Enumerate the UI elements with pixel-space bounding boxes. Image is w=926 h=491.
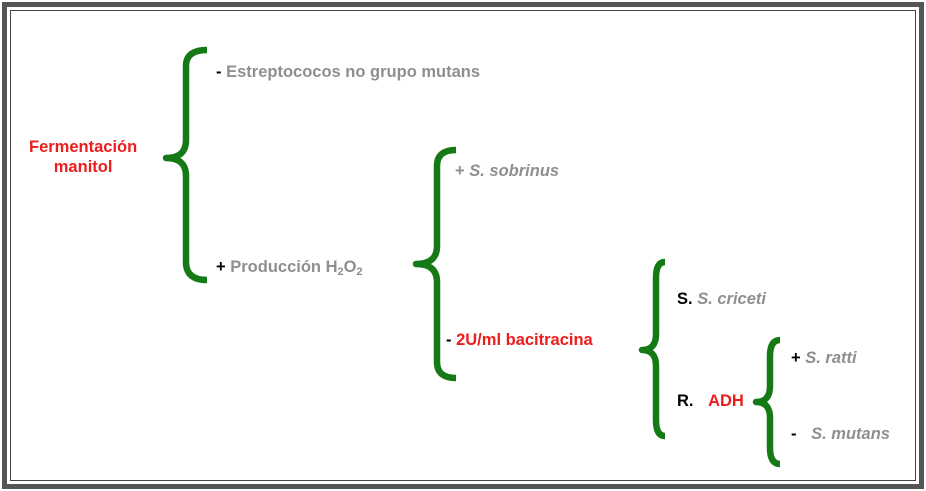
node-adh: R. ADH [677,391,744,411]
sign-minus: - [791,425,797,443]
label-estreptococos: Estreptococos no grupo mutans [226,63,481,81]
brace-fermentacion [162,46,208,284]
brace-produccion [412,146,457,382]
sign-minus: - [216,63,222,81]
sign-plus: + [455,162,465,180]
label-adh: ADH [708,392,744,410]
node-criceti: S. S. criceti [677,289,766,309]
sign-minus: - [446,331,452,349]
sign-plus: + [791,349,801,367]
label-criceti: S. criceti [697,290,766,308]
root-line-1: Fermentación [29,138,138,156]
sign-plus: + [216,258,226,276]
prefix-s: S. [677,290,693,308]
brace-bacitracina [638,258,666,440]
prefix-r: R. [677,392,694,410]
inner-frame [10,10,916,481]
root-fermentacion: Fermentación manitol [29,137,137,177]
node-produccion: + Producción H2O2 [216,257,363,278]
node-mutans: - S. mutans [791,424,890,444]
label-produccion: Producción H2O2 [230,258,363,278]
label-sobrinus: S. sobrinus [469,162,560,180]
node-bacitracina: - 2U/ml bacitracina [446,330,593,350]
node-estreptococos: - Estreptococos no grupo mutans [216,62,480,82]
node-ratti: + S. ratti [791,348,857,368]
root-line-2: manitol [53,158,113,176]
node-sobrinus: + S. sobrinus [455,161,559,181]
label-mutans: S. mutans [811,425,890,443]
label-ratti: S. ratti [805,349,857,367]
label-bacitracina: 2U/ml bacitracina [456,331,593,349]
brace-adh [752,336,781,468]
